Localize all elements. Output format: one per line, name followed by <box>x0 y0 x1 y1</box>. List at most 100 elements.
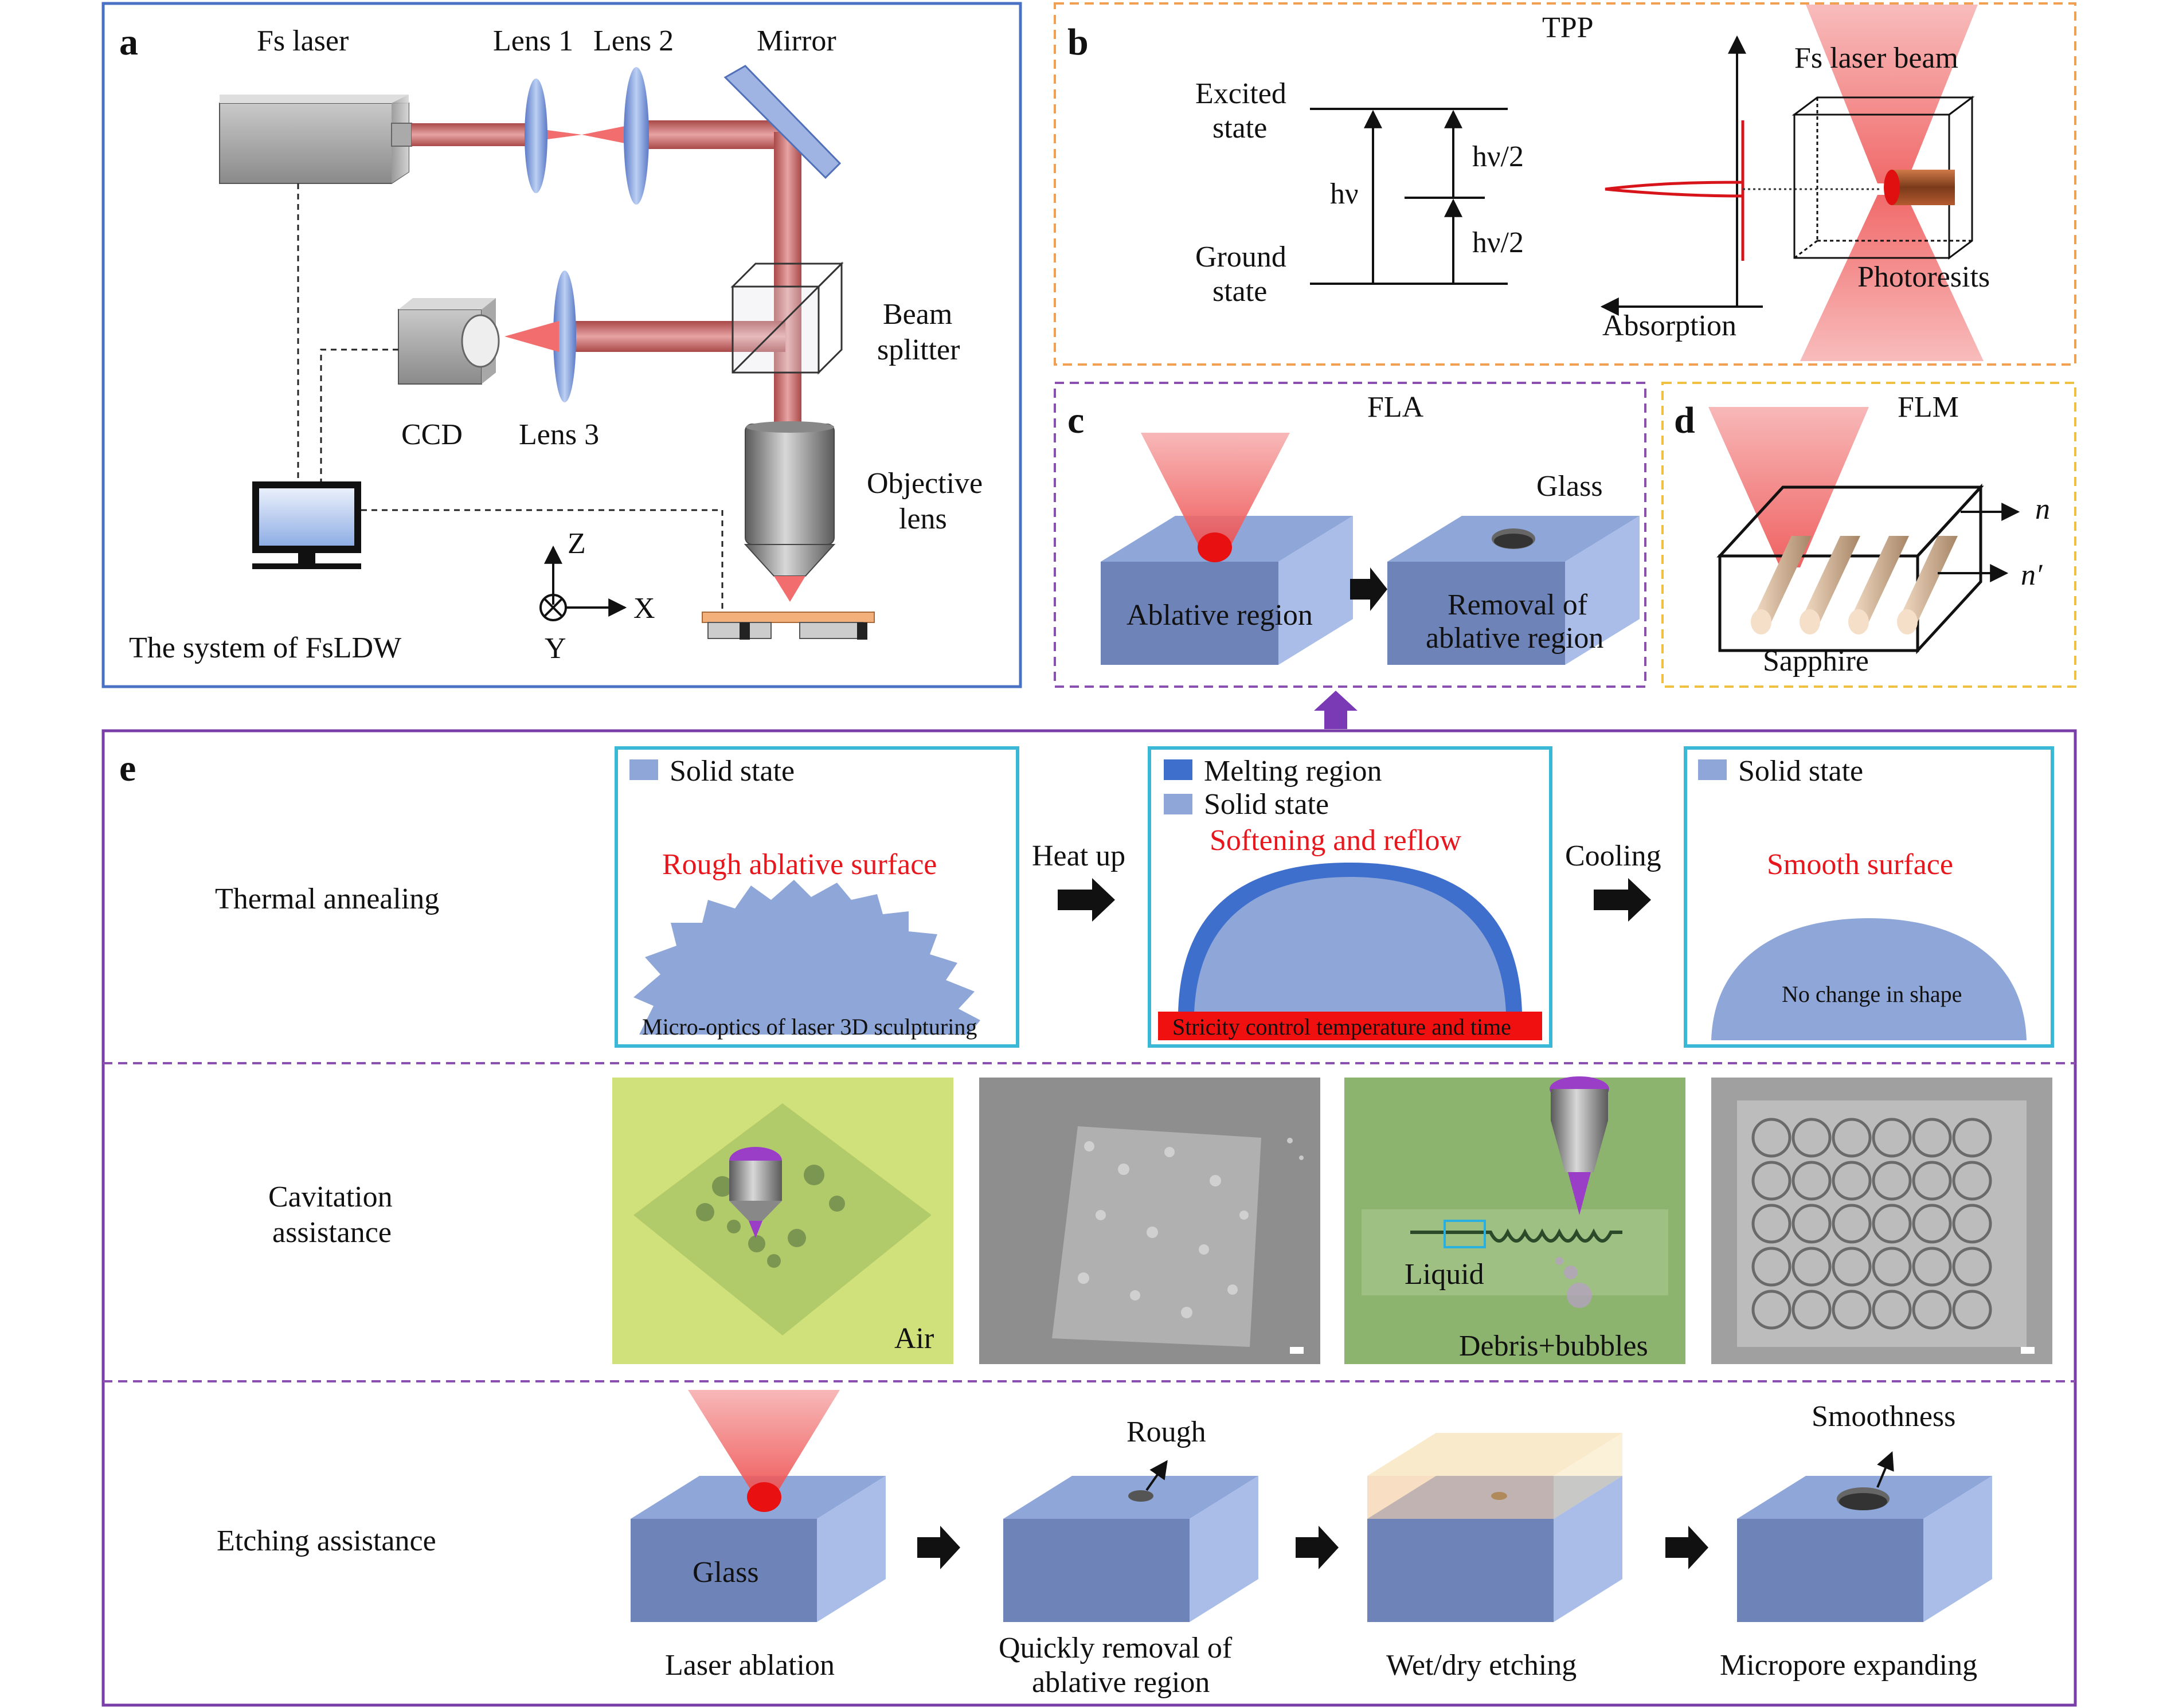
smoothness-label: Smoothness <box>1812 1400 1955 1433</box>
ground-label-2: state <box>1212 275 1267 308</box>
panel-a: a Fs laser Lens 1 Lens 2 Mirror <box>101 2 1022 688</box>
mirror-label: Mirror <box>757 25 836 57</box>
xyz-axes <box>539 545 627 621</box>
laser-beam-ccd <box>573 321 785 352</box>
thermal-box2-title: Softening and reflow <box>1210 824 1461 857</box>
modified-tracks <box>1751 536 1958 634</box>
photoresist-rod <box>1892 170 1955 205</box>
hv-half-top-label: hν/2 <box>1472 140 1524 173</box>
up-arrow-to-c <box>1314 691 1358 729</box>
cooling-label: Cooling <box>1565 840 1661 872</box>
air-label: Air <box>894 1322 934 1355</box>
panel-e: e Thermal annealing Solid state Rough ab… <box>101 729 2077 1707</box>
sapphire-label: Sapphire <box>1763 645 1869 677</box>
lens2-label: Lens 2 <box>593 25 674 57</box>
fs-laser-label: Fs laser <box>257 25 349 57</box>
cooling-arrow <box>1594 878 1651 922</box>
beam-label: Fs laser beam <box>1794 42 1958 75</box>
thermal-box3-caption: No change in shape <box>1782 981 1962 1007</box>
etch-block-1 <box>631 1390 886 1622</box>
panel-a-letter: a <box>119 21 138 63</box>
thermal-box2-legend-melt: Melting region <box>1204 755 1382 788</box>
absorption-plot <box>1600 35 1880 316</box>
energy-levels <box>1310 108 1508 285</box>
cavitation-liquid-image <box>1344 1076 1685 1364</box>
fla-title: FLA <box>1367 391 1424 424</box>
etch-block-4 <box>1737 1451 1992 1622</box>
etch-step2-label-2: ablative region <box>1032 1666 1210 1699</box>
panel-b: b TPP Excited state Ground state hν hν/2… <box>1054 2 2076 366</box>
flm-title: FLM <box>1898 391 1959 424</box>
etching-row-label: Etching assistance <box>217 1525 436 1557</box>
hv-half-bottom-label: hν/2 <box>1472 226 1524 259</box>
n-label: n <box>2035 493 2050 526</box>
ccd-label: CCD <box>401 418 463 451</box>
cavitation-row-label-1: Cavitation <box>268 1181 393 1213</box>
laser-beam-2 <box>636 120 785 149</box>
heat-up-label: Heat up <box>1032 840 1125 872</box>
thermal-box1-legend: Solid state <box>670 755 795 788</box>
beam-splitter <box>730 261 844 375</box>
beam-splitter-label-1: Beam <box>883 298 952 331</box>
debris-label: Debris+bubbles <box>1459 1330 1648 1362</box>
etch-step1-label: Laser ablation <box>665 1649 835 1682</box>
sem-image-rough <box>979 1078 1320 1364</box>
lens3-label: Lens 3 <box>519 418 599 451</box>
objective-label-1: Objective <box>867 467 983 500</box>
axis-x-label: X <box>633 592 655 625</box>
etch-glass-label: Glass <box>693 1556 759 1589</box>
beam-splitter-label-2: splitter <box>877 334 960 366</box>
focus-cone-2 <box>582 125 631 144</box>
heat-up-arrow <box>1058 878 1115 922</box>
glass-block-removed <box>1387 516 1640 665</box>
cavitation-row-label-2: assistance <box>272 1216 392 1249</box>
rough-label: Rough <box>1126 1416 1206 1448</box>
focus-cone-ccd <box>504 321 559 352</box>
system-label: The system of FsLDW <box>129 632 401 664</box>
thermal-row-label: Thermal annealing <box>215 883 439 915</box>
removal-label-1: Removal of <box>1448 589 1588 621</box>
objective-label-2: lens <box>899 503 947 535</box>
laser-beam-1 <box>412 123 532 146</box>
n-prime-label: n′ <box>2021 559 2043 591</box>
panel-d: d FLM n n′ Sapphire <box>1661 382 2076 688</box>
panel-c: c FLA Ablative region Glass Removal of a… <box>1054 382 1646 688</box>
cavitation-air-image <box>612 1078 953 1364</box>
etch-arrow-3 <box>1665 1526 1708 1569</box>
absorption-label: Absorption <box>1602 310 1736 342</box>
panel-d-letter: d <box>1674 399 1695 441</box>
thermal-box-3 <box>1684 746 2054 1048</box>
thermal-box3-title: Smooth surface <box>1767 848 1953 881</box>
thermal-box1-caption: Micro-optics of laser 3D sculpturing <box>642 1014 977 1040</box>
focus-cone-1 <box>539 129 582 140</box>
thermal-box1-title: Rough ablative surface <box>662 848 937 881</box>
axis-y-label: Y <box>545 632 566 665</box>
removal-label-2: ablative region <box>1426 622 1603 655</box>
etch-step3-label: Wet/dry etching <box>1386 1649 1577 1682</box>
fs-laser-beam <box>1800 5 1984 361</box>
arrow-c <box>1350 567 1387 611</box>
excited-label-2: state <box>1212 112 1267 144</box>
ground-label-1: Ground <box>1195 241 1286 273</box>
sample-stage <box>702 612 875 640</box>
panel-c-letter: c <box>1067 399 1084 441</box>
etch-block-3 <box>1367 1433 1622 1622</box>
photoresist-label: Photoresits <box>1857 261 1990 293</box>
etch-arrow-1 <box>917 1526 960 1569</box>
ccd-camera <box>398 298 500 385</box>
thermal-box-1 <box>615 746 1019 1048</box>
computer-monitor <box>252 481 361 569</box>
thermal-box-2 <box>1148 746 1552 1048</box>
hv-label: hν <box>1330 178 1359 210</box>
index-arrows <box>1938 503 2020 582</box>
etch-step2-label-1: Quickly removal of <box>999 1632 1233 1664</box>
ablative-region-label: Ablative region <box>1126 599 1313 632</box>
lens-1 <box>525 79 547 193</box>
fs-laser-source <box>219 95 412 184</box>
glass-label-c: Glass <box>1536 470 1603 503</box>
axis-z-label: Z <box>568 527 586 560</box>
thermal-box2-legend-solid: Solid state <box>1204 788 1329 821</box>
laser-beam-vertical <box>774 132 801 436</box>
glass-block-ablation <box>1101 433 1353 665</box>
